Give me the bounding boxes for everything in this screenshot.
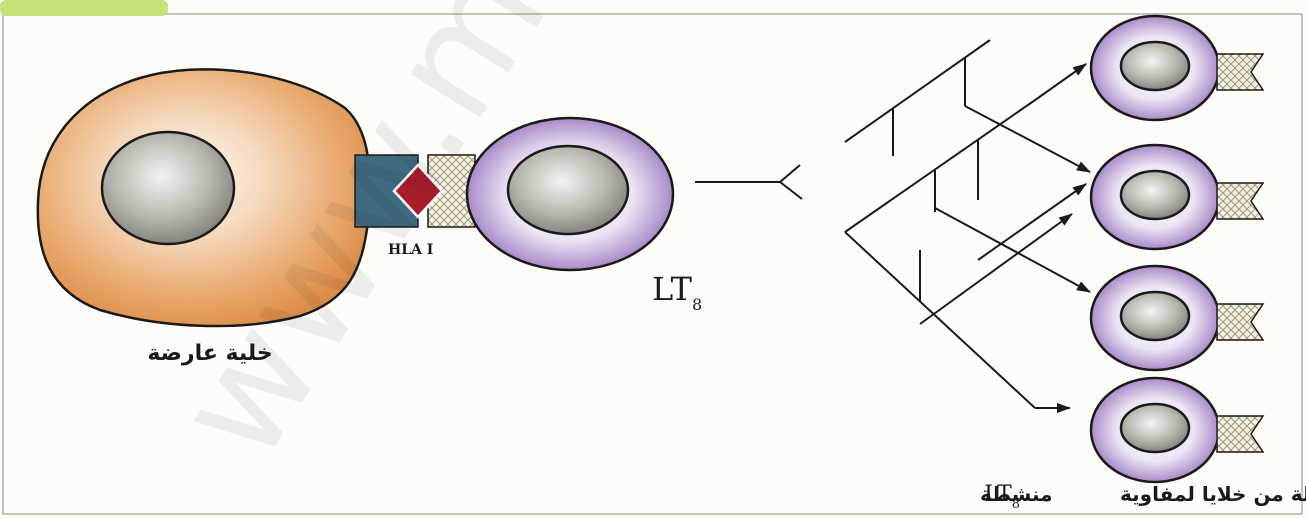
lt8-nucleus [508,146,628,234]
header-tab [0,0,168,16]
clone-caption-post: منشطة [980,482,1053,506]
presenting-cell-nucleus [102,132,234,244]
clone-caption-pre: لة من خلايا لمفاوية [1120,482,1306,506]
